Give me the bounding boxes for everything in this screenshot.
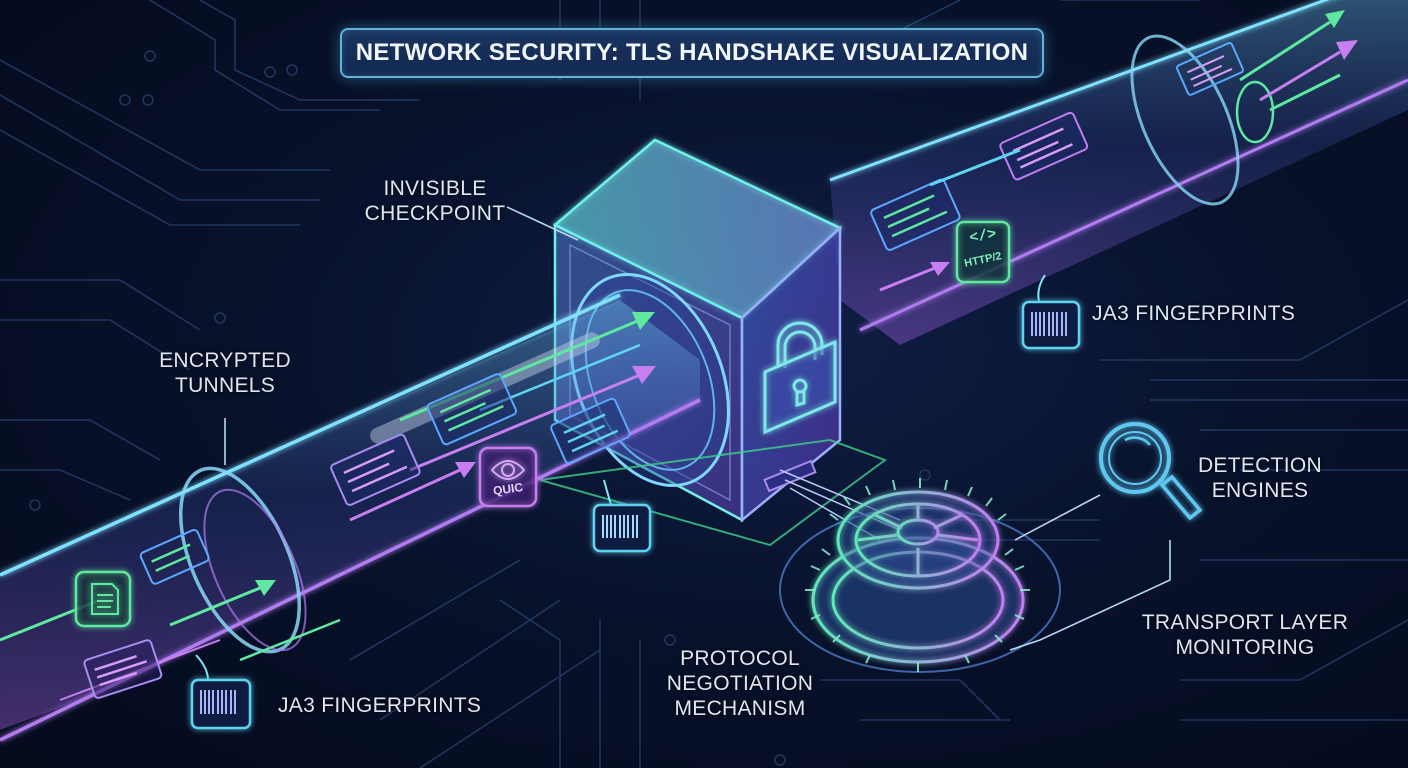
label-ja3-fingerprints-bottom: JA3 FINGERPRINTS <box>278 694 482 717</box>
eye-icon <box>490 460 526 480</box>
label-ja3-fingerprints-top: JA3 FINGERPRINTS <box>1092 302 1296 325</box>
leader-lines <box>224 206 1171 651</box>
barcode-icon-mid <box>592 479 652 553</box>
barcode-icon-bottom <box>190 654 252 730</box>
http2-badge <box>955 220 1011 284</box>
label-encrypted-tunnels: ENCRYPTED TUNNELS <box>159 349 291 397</box>
barcode-icon-top <box>1021 274 1081 350</box>
lock-icon <box>763 321 837 435</box>
document-icon <box>74 570 132 628</box>
magnifier-icon <box>1099 422 1203 521</box>
label-transport-layer-monitoring: TRANSPORT LAYER MONITORING <box>1141 611 1349 659</box>
label-detection-engines: DETECTION ENGINES <box>1197 454 1323 502</box>
tunnel-left <box>0 293 701 742</box>
label-invisible-checkpoint: INVISIBLE CHECKPOINT <box>364 177 506 225</box>
label-protocol-negotiation-mechanism: PROTOCOL NEGOTIATION MECHANISM <box>666 647 814 720</box>
gear-icon <box>779 478 1061 673</box>
page-title: NETWORK SECURITY: TLS HANDSHAKE VISUALIZ… <box>340 28 1044 78</box>
quic-badge <box>478 446 538 508</box>
